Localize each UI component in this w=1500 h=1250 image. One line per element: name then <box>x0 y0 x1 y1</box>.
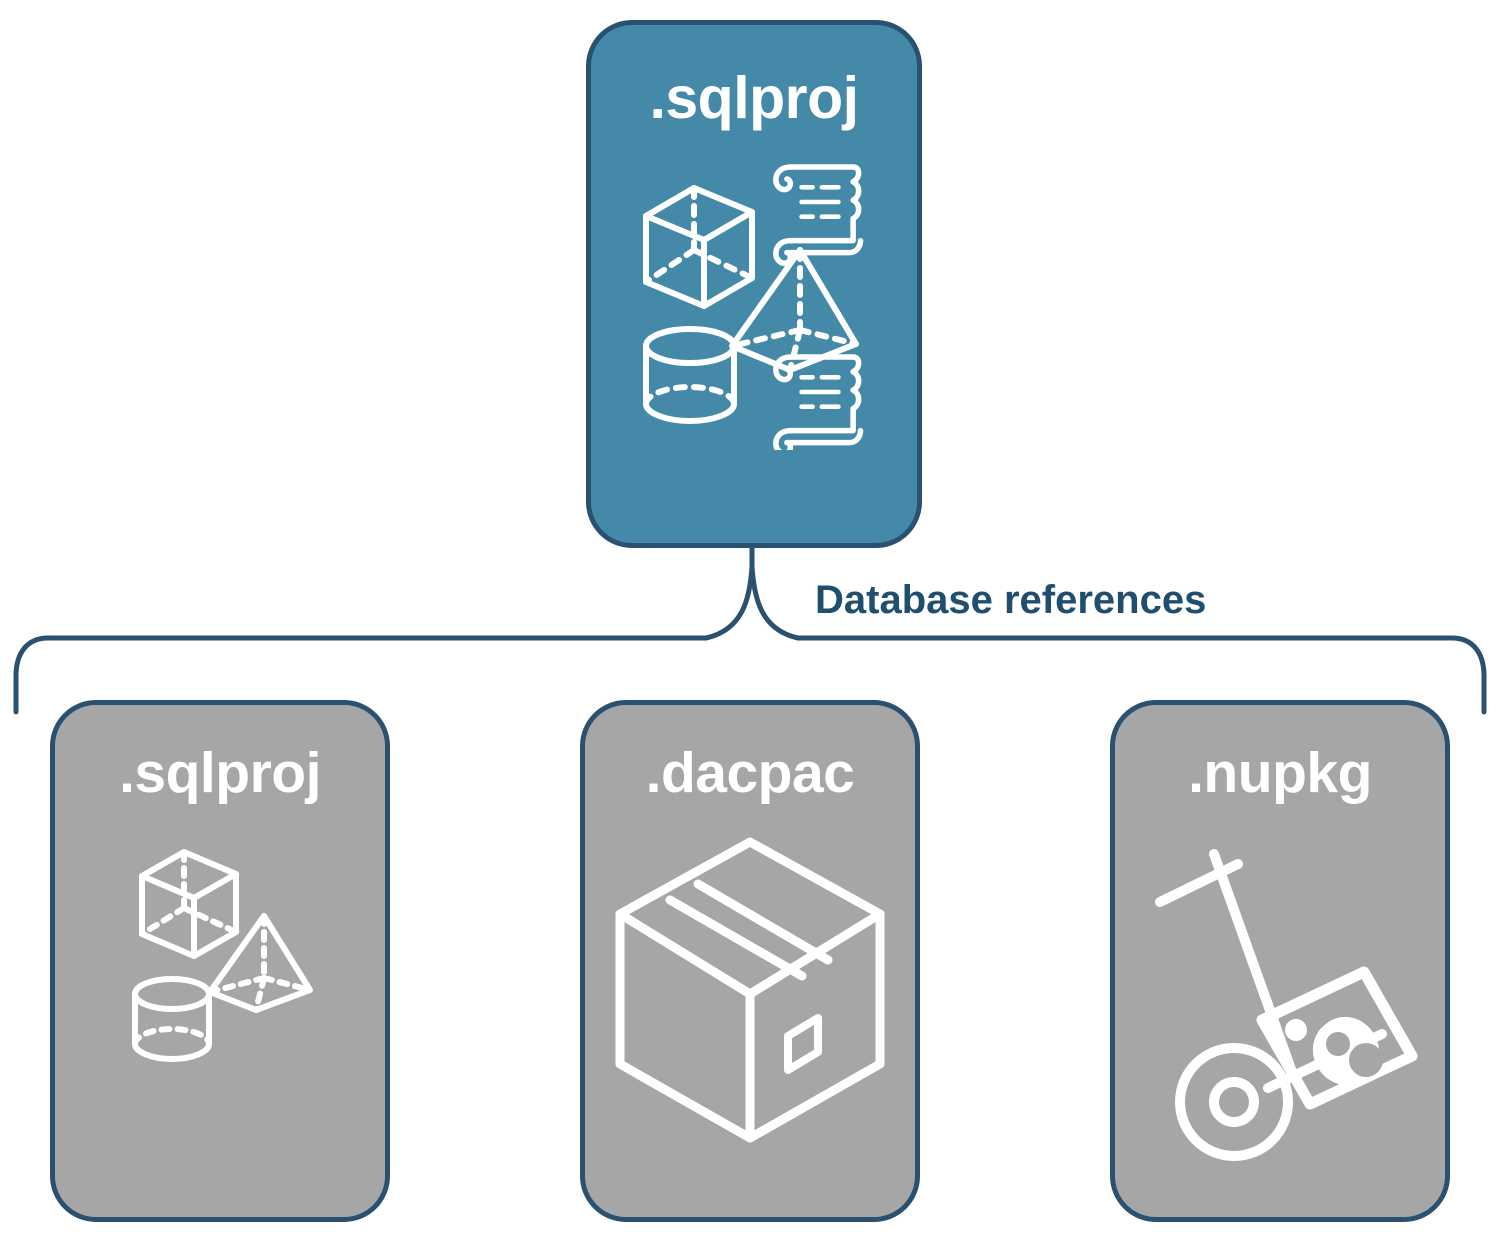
node-title-child-sqlproj: .sqlproj <box>119 741 321 805</box>
child-dacpac-icon-group <box>580 802 920 1217</box>
node-title-root-sqlproj: .sqlproj <box>649 65 859 131</box>
child-nupkg-icon-group <box>1110 802 1450 1217</box>
scroll-script-icon-bottom <box>773 354 864 450</box>
pyramid-wireframe-icon <box>729 247 859 373</box>
scroll-script-icon-top <box>773 164 864 266</box>
cube-wireframe-icon <box>139 849 239 959</box>
root-icon-group <box>586 150 922 450</box>
package-box-icon <box>615 837 885 1143</box>
bracket-label-database-references: Database references <box>815 578 1207 622</box>
node-title-child-dacpac: .dacpac <box>645 741 855 805</box>
node-card-child-sqlproj[interactable]: .sqlproj <box>50 700 390 1222</box>
node-title-child-nupkg: .nupkg <box>1188 741 1372 805</box>
node-card-child-nupkg[interactable]: .nupkg <box>1110 700 1450 1222</box>
cylinder-wireframe-icon <box>643 326 737 424</box>
node-card-root-sqlproj[interactable]: .sqlproj <box>586 20 922 548</box>
cube-wireframe-icon <box>643 185 755 309</box>
child-sqlproj-icon-group <box>50 802 390 1217</box>
pyramid-wireframe-icon <box>207 913 313 1013</box>
cylinder-wireframe-icon <box>132 976 212 1062</box>
hand-truck-nuget-icon <box>1155 849 1418 1161</box>
node-card-child-dacpac[interactable]: .dacpac <box>580 700 920 1222</box>
